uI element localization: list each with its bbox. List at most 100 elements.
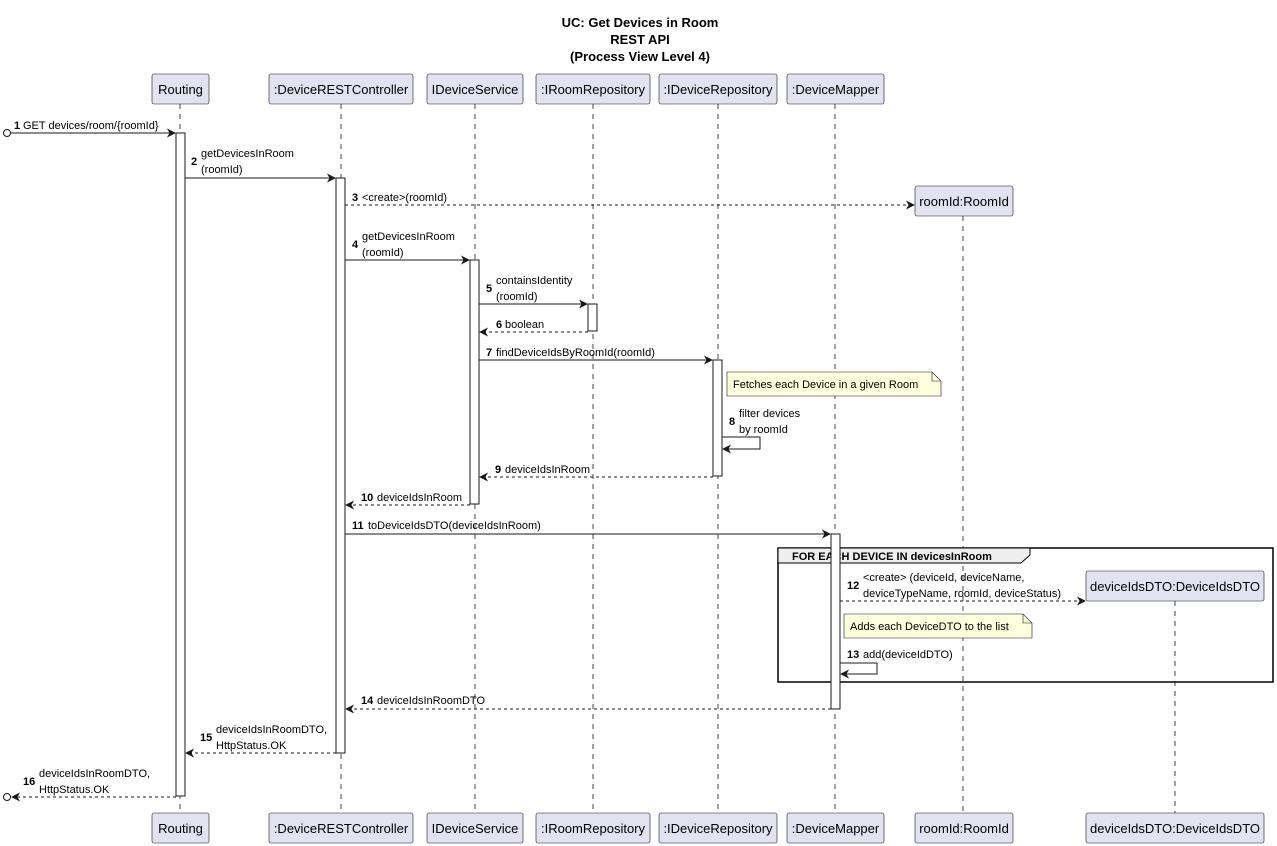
lost-message-end-icon [3, 793, 11, 801]
message-label: deviceIdsInRoom [377, 492, 462, 504]
participant-controller-top: :DeviceRESTController [268, 73, 414, 105]
message-12: 12 <create> (deviceId, deviceName, devic… [840, 572, 1086, 606]
note-fetch-devices: Fetches each Device in a given Room [726, 371, 942, 397]
message-label: deviceIdsInRoomDTO, [216, 724, 327, 736]
message-label: containsIdentity [496, 275, 573, 287]
message-label: deviceTypeName, roomId, deviceStatus) [863, 588, 1061, 600]
message-label: (roomId) [201, 164, 243, 176]
loop-group-label: FOR EACH DEVICE IN devicesInRoom [792, 551, 992, 563]
message-number: 11 [352, 520, 364, 532]
message-label: getDevicesInRoom [201, 148, 294, 160]
message-4: 4 getDevicesInRoom (roomId) [345, 231, 470, 265]
activations [175, 132, 841, 797]
participant-roomrepo-bottom: :IRoomRepository [535, 812, 651, 844]
message-14: 14 deviceIdsInRoomDTO [345, 695, 831, 714]
participant-label: deviceIdsDTO:DeviceIdsDTO [1090, 579, 1260, 594]
message-label: getDevicesInRoom [362, 231, 455, 243]
message-15: 15 deviceIdsInRoomDTO, HttpStatus.OK [185, 724, 336, 758]
loop-group: FOR EACH DEVICE IN devicesInRoom [777, 547, 1274, 683]
activation-service [469, 259, 480, 505]
message-label: by roomId [739, 424, 788, 436]
participant-routing-top: Routing [151, 73, 210, 105]
message-label: GET devices/room/{roomId} [23, 120, 159, 132]
message-number: 13 [847, 649, 859, 661]
participants-top: Routing :DeviceRESTController IDeviceSer… [151, 73, 1265, 602]
message-label: deviceIdsInRoom [505, 464, 590, 476]
participant-devicerepo-bottom: :IDeviceRepository [658, 812, 778, 844]
participant-devicerepo-top: :IDeviceRepository [658, 73, 778, 105]
participant-label: Routing [158, 821, 203, 836]
message-number: 1 [14, 120, 20, 132]
activation-controller [335, 177, 346, 754]
participant-dto-created: deviceIdsDTO:DeviceIdsDTO [1085, 570, 1265, 602]
activation-roomrepo [587, 303, 598, 332]
message-number: 14 [361, 695, 374, 707]
message-number: 2 [191, 156, 197, 168]
participant-service-top: IDeviceService [426, 73, 524, 105]
participant-roomid-created: roomId:RoomId [914, 185, 1014, 217]
message-arrow [722, 436, 761, 454]
message-label: add(deviceIdDTO) [863, 649, 953, 661]
participant-label: :DeviceRESTController [274, 82, 409, 97]
participant-label: roomId:RoomId [919, 821, 1009, 836]
message-number: 12 [847, 580, 859, 592]
participant-label: IDeviceService [432, 821, 519, 836]
message-label: HttpStatus.OK [39, 784, 110, 796]
participant-label: deviceIdsDTO:DeviceIdsDTO [1090, 821, 1260, 836]
participant-routing-bottom: Routing [151, 812, 210, 844]
message-5: 5 containsIdentity (roomId) [479, 275, 588, 309]
activation-mapper [830, 533, 841, 710]
message-1: 1 GET devices/room/{roomId} [3, 120, 176, 138]
message-label: boolean [505, 319, 544, 331]
participant-label: IDeviceService [432, 82, 519, 97]
message-number: 16 [23, 776, 35, 788]
message-label: <create> (deviceId, deviceName, [863, 572, 1024, 584]
diagram-title-line-3: (Process View Level 4) [570, 49, 710, 64]
message-label: HttpStatus.OK [216, 740, 287, 752]
participant-service-bottom: IDeviceService [426, 812, 524, 844]
diagram-title-line-1: UC: Get Devices in Room [562, 15, 719, 30]
participants-bottom: Routing :DeviceRESTController IDeviceSer… [151, 812, 1265, 844]
message-9: 9 deviceIdsInRoom [479, 464, 713, 482]
message-label: (roomId) [496, 291, 538, 303]
participant-roomid-bottom: roomId:RoomId [914, 812, 1014, 844]
loop-group-header [777, 547, 1031, 564]
message-arrow [840, 662, 878, 679]
message-number: 4 [352, 239, 359, 251]
participant-label: :IRoomRepository [541, 821, 646, 836]
participant-label: roomId:RoomId [919, 194, 1009, 209]
participant-controller-bottom: :DeviceRESTController [268, 812, 414, 844]
message-7: 7 findDeviceIdsByRoomId(roomId) [479, 347, 713, 365]
message-3: 3 <create>(roomId) [345, 192, 915, 210]
note-text: Fetches each Device in a given Room [733, 379, 918, 391]
message-8: 8 filter devices by roomId [722, 408, 801, 454]
participant-label: :DeviceMapper [792, 82, 880, 97]
participant-label: :IDeviceRepository [663, 821, 773, 836]
participant-label: :IRoomRepository [541, 82, 646, 97]
message-label: <create>(roomId) [362, 192, 447, 204]
message-number: 9 [495, 464, 501, 476]
message-13: 13 add(deviceIdDTO) [840, 649, 953, 679]
message-number: 15 [200, 732, 212, 744]
message-label: deviceIdsInRoomDTO, [39, 768, 150, 780]
message-label: findDeviceIdsByRoomId(roomId) [496, 347, 655, 359]
note-add-dto: Adds each DeviceDTO to the list [843, 613, 1033, 639]
message-number: 6 [496, 319, 502, 331]
participant-dto-bottom: deviceIdsDTO:DeviceIdsDTO [1085, 812, 1265, 844]
participant-mapper-top: :DeviceMapper [786, 73, 885, 105]
message-number: 5 [486, 283, 492, 295]
message-number: 8 [729, 416, 735, 428]
message-16: 16 deviceIdsInRoomDTO, HttpStatus.OK [3, 768, 176, 802]
message-label: deviceIdsInRoomDTO [377, 695, 485, 707]
message-label: (roomId) [362, 247, 404, 259]
lifelines [179, 104, 1176, 814]
participant-label: Routing [158, 82, 203, 97]
participant-roomrepo-top: :IRoomRepository [535, 73, 651, 105]
note-text: Adds each DeviceDTO to the list [850, 621, 1009, 633]
participant-label: :IDeviceRepository [663, 82, 773, 97]
message-number: 3 [352, 192, 358, 204]
activation-devicerepo [712, 359, 723, 477]
message-10: 10 deviceIdsInRoom [345, 492, 470, 510]
participant-label: :DeviceMapper [792, 821, 880, 836]
